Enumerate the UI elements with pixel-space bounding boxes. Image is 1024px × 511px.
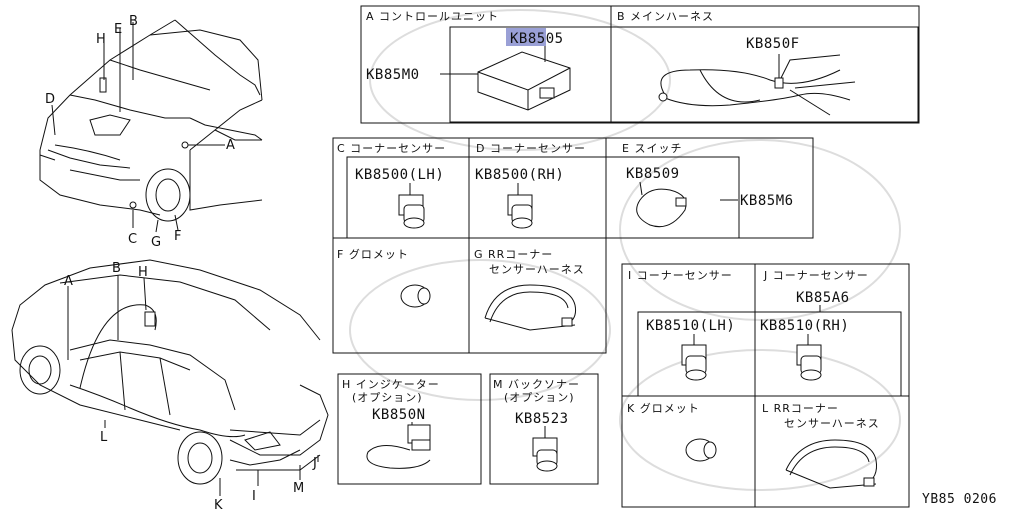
grommet-k-icon: [685, 438, 717, 462]
rear-car-illustration: [11, 259, 329, 496]
panel-m-title: M バックソナー: [493, 378, 580, 391]
panel-b-title: B メインハーネス: [617, 10, 714, 23]
panel-m: M バックソナー (オプション) KB8523: [489, 373, 599, 485]
switch-icon: [636, 181, 687, 228]
callout-a-rear: A: [64, 274, 73, 289]
part-kb850f: KB850F: [746, 36, 800, 52]
panel-e-title: E スイッチ: [622, 142, 682, 155]
corner-sensor-j-icon: [796, 334, 822, 381]
front-car-callouts: H E B D A C G F: [45, 14, 235, 250]
panel-k-title: K グロメット: [627, 401, 700, 415]
panel-ijkl: I コーナーセンサー J コーナーセンサー KB85A6 KB8510(LH) …: [621, 263, 910, 508]
corner-sensor-lh-icon: [398, 183, 425, 229]
rear-car-callouts: A B H L K I M J: [64, 261, 317, 511]
part-kb8510-lh: KB8510(LH): [646, 318, 735, 334]
panel-cdefg: C コーナーセンサー D コーナーセンサー E スイッチ KB8500(LH) …: [332, 137, 814, 354]
part-kb8505-highlight: [506, 28, 546, 46]
callout-d: D: [45, 92, 55, 107]
panel-a-title: A コントロールユニット: [366, 10, 499, 23]
panel-c-title: C コーナーセンサー: [337, 142, 446, 155]
panel-l-title2: センサーハーネス: [784, 417, 880, 430]
group-kb85m6: KB85M6: [740, 193, 794, 209]
watermark: [349, 9, 901, 491]
callout-l-rear: L: [100, 430, 108, 445]
corner-sensor-rh-icon: [507, 183, 533, 229]
panel-g-title: G RRコーナー: [474, 248, 553, 261]
panel-f-title: F グロメット: [337, 247, 409, 261]
diagram-id: YB85 0206: [922, 492, 997, 507]
callout-j-rear: J: [312, 456, 317, 471]
group-kb85a6: KB85A6: [796, 290, 850, 306]
callout-e: E: [114, 22, 122, 37]
callout-g: G: [151, 235, 161, 250]
panel-m-title2: (オプション): [504, 391, 575, 404]
part-kb8509: KB8509: [626, 166, 680, 182]
part-kb8500-rh: KB8500(RH): [475, 167, 564, 183]
panel-j-title: J コーナーセンサー: [763, 269, 869, 282]
part-kb8500-lh: KB8500(LH): [355, 167, 444, 183]
panel-ab: A コントロールユニット B メインハーネス KB8505 KB85M0 KB8…: [360, 5, 920, 124]
back-sonar-icon: [532, 426, 558, 472]
part-kb8523: KB8523: [515, 411, 569, 427]
callout-b: B: [129, 14, 138, 29]
panel-h-title2: (オプション): [352, 391, 423, 404]
indicator-icon: [366, 422, 431, 469]
main-harness-icon: [658, 54, 856, 116]
panel-h-title: H インジケーター: [342, 378, 440, 391]
callout-i-rear: I: [252, 489, 256, 504]
group-kb85m0: KB85M0: [366, 67, 420, 83]
callout-h: H: [96, 32, 106, 47]
panel-g-title2: センサーハーネス: [489, 263, 585, 276]
rr-corner-harness-l-icon: [785, 439, 877, 489]
corner-sensor-i-icon: [681, 334, 707, 381]
part-kb8505: KB8505: [510, 31, 564, 47]
panel-d-title: D コーナーセンサー: [476, 142, 586, 155]
front-car-illustration: [39, 19, 263, 233]
panel-l-title: L RRコーナー: [762, 402, 839, 415]
control-unit-icon: [477, 46, 571, 111]
part-kb850n: KB850N: [372, 407, 426, 423]
callout-a: A: [226, 138, 235, 153]
callout-b-rear: B: [112, 261, 121, 276]
rr-corner-harness-g-icon: [484, 284, 576, 331]
grommet-f-icon: [400, 284, 431, 308]
callout-h-rear: H: [138, 265, 148, 280]
panel-h: H インジケーター (オプション) KB850N: [337, 373, 482, 485]
part-kb8510-rh: KB8510(RH): [760, 318, 849, 334]
callout-c: C: [128, 232, 137, 247]
callout-f: F: [174, 229, 181, 244]
callout-k-rear: K: [214, 498, 223, 511]
callout-m-rear: M: [293, 481, 304, 496]
panel-i-title: I コーナーセンサー: [628, 269, 733, 282]
